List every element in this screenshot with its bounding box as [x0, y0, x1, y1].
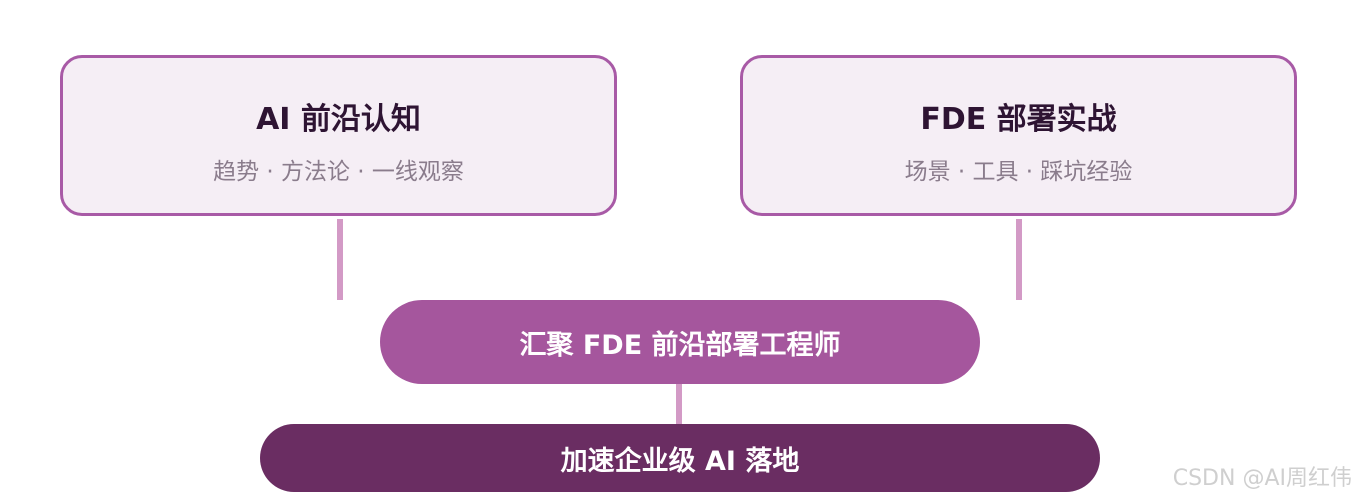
node-subtitle: 场景 · 工具 · 踩坑经验: [904, 159, 1133, 185]
connector-middle: [676, 382, 682, 426]
node-fde-practice: FDE 部署实战 场景 · 工具 · 踩坑经验: [740, 55, 1297, 216]
node-subtitle: 趋势 · 方法论 · 一线观察: [213, 159, 464, 185]
node-gather-fde: 汇聚 FDE 前沿部署工程师: [380, 300, 980, 384]
node-title: FDE 部署实战: [920, 102, 1117, 137]
node-title: AI 前沿认知: [256, 102, 421, 137]
connector-right: [1016, 219, 1022, 300]
connector-left: [337, 219, 343, 300]
node-ai-frontier: AI 前沿认知 趋势 · 方法论 · 一线观察: [60, 55, 617, 216]
node-accelerate-ai: 加速企业级 AI 落地: [260, 424, 1100, 492]
watermark: CSDN @AI周红伟: [1172, 466, 1352, 491]
